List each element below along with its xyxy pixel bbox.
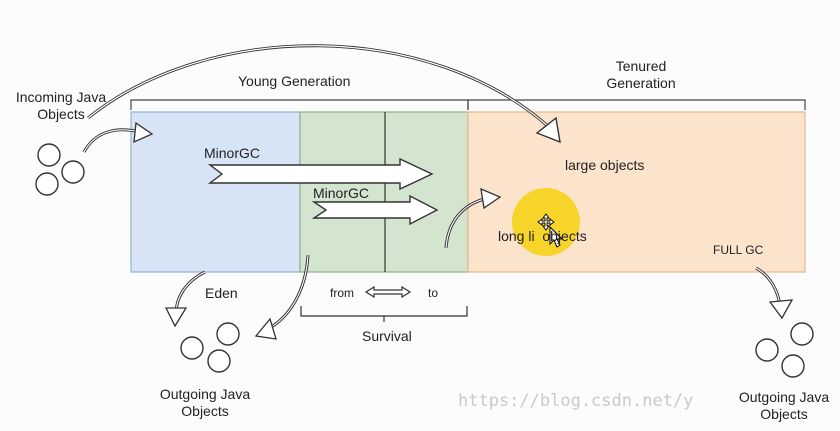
young-generation-bracket [130,99,469,110]
outgoing-left-label: Outgoing Java Objects [159,386,251,419]
survivor-region [299,111,469,273]
survival-label: Survival [362,328,412,344]
from-to-arrow [364,285,412,299]
minor-gc-survivor-label: MinorGC [313,185,370,201]
move-cursor-icon [537,213,564,248]
outgoing-objects-left [180,322,240,373]
tenured-generation-bracket [467,99,806,110]
full-gc-arrow [755,266,782,307]
minor-gc-arrow-1 [207,157,434,191]
large-objects-arrowhead [535,116,561,144]
from-label: from [330,286,354,300]
tenured-generation-label: Tenured Generation [606,58,676,91]
to-label: to [428,286,439,300]
large-objects-label: large objects [565,157,645,173]
watermark: https://blog.csdn.net/y [458,391,694,411]
eden-label: Eden [205,285,238,301]
incoming-objects [35,143,85,196]
incoming-objects-label: Incoming Java Objects [15,89,107,122]
young-generation-label: Young Generation [238,73,351,89]
minor-gc-arrow-2 [311,194,439,226]
long-lived-objects-label: long li objects [498,228,587,244]
minor-gc-eden-label: MinorGC [204,145,261,161]
outgoing-right-label: Outgoing Java Objects [738,389,830,422]
full-gc-label: FULL GC [713,243,764,257]
eden-region [130,111,301,273]
outgoing-objects-right [755,322,814,378]
survival-bracket [300,306,468,317]
